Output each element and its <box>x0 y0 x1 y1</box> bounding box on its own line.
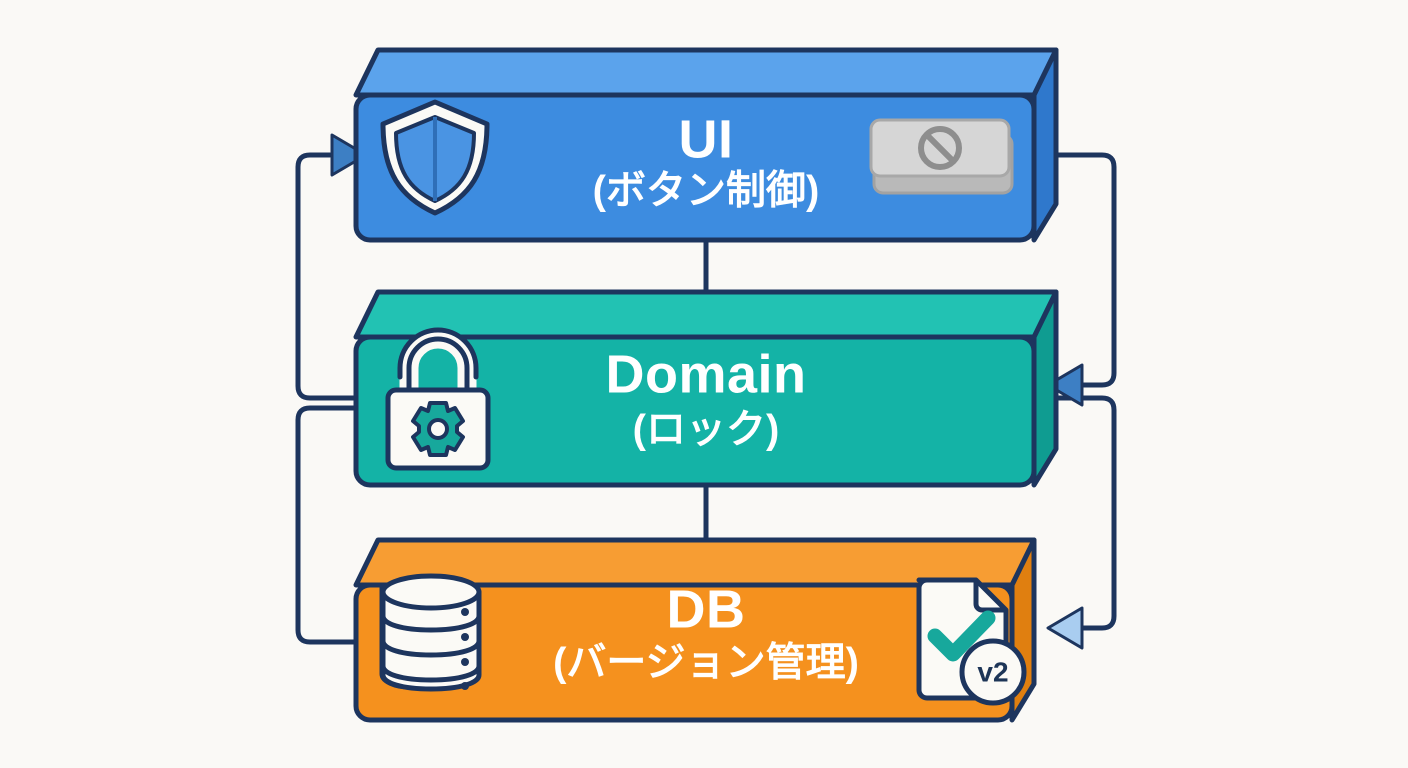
connector-right-ui-to-domain <box>1051 152 1117 388</box>
database-cylinder-icon <box>379 573 482 692</box>
arrowhead-into-domain <box>1046 363 1084 407</box>
svg-text:v2: v2 <box>977 656 1008 687</box>
domain-box-front-face <box>353 334 1037 488</box>
disabled-button-icon[interactable] <box>869 118 1014 195</box>
connector-right-domain-to-db <box>1051 395 1117 631</box>
connector-left-domain-to-ui <box>295 152 359 401</box>
padlock-gear-icon <box>385 327 491 471</box>
connector-left-db-to-domain <box>295 405 359 645</box>
version-badge: v2 <box>959 638 1027 706</box>
shield-icon <box>380 99 490 216</box>
ui-subtitle: (ボタン制御) <box>593 169 820 213</box>
arrowhead-into-ui <box>330 133 368 177</box>
ui-title: UI <box>679 109 734 169</box>
db-title: DB <box>667 579 746 639</box>
layer-box-domain[interactable]: Domain (ロック) <box>353 289 1059 488</box>
domain-box-top-face <box>353 289 1059 340</box>
ui-box-side-face <box>1031 47 1059 243</box>
ui-box-top-face <box>353 47 1059 98</box>
connector-group <box>295 152 1117 645</box>
ui-box-front-face <box>353 92 1037 243</box>
layer-box-ui[interactable]: UI (ボタン制御) <box>353 47 1059 243</box>
arrowhead-group <box>330 133 1084 650</box>
arrowhead-into-db <box>1046 606 1084 650</box>
domain-title: Domain <box>605 344 806 404</box>
layer-box-db[interactable]: DB (バージョン管理) v2 <box>353 537 1037 723</box>
db-subtitle: (バージョン管理) <box>553 641 859 685</box>
domain-subtitle: (ロック) <box>633 408 780 452</box>
domain-box-side-face <box>1031 289 1059 488</box>
